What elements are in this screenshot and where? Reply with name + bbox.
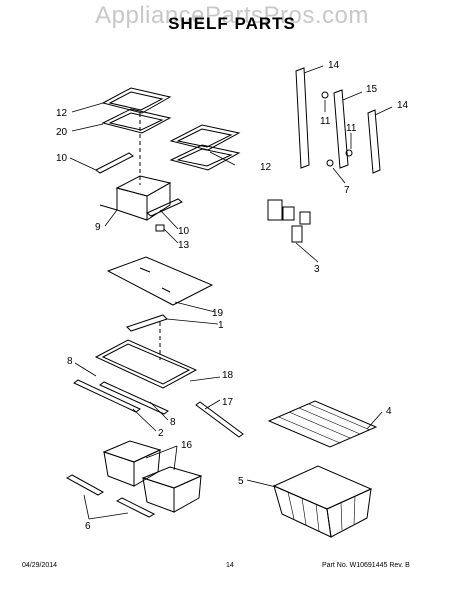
callout-7: 7 xyxy=(344,185,350,196)
callout-16: 16 xyxy=(181,440,193,451)
wire-shelf xyxy=(267,400,378,448)
callout-5: 5 xyxy=(238,476,244,487)
callout-6: 6 xyxy=(85,521,91,532)
callout-12-top: 12 xyxy=(56,108,68,119)
callout-18: 18 xyxy=(222,370,234,381)
callout-14-left: 14 xyxy=(328,60,340,71)
callout-10-left: 10 xyxy=(56,153,68,164)
shelf-frame xyxy=(94,339,198,389)
footer-part-number: Part No. W10691445 Rev. B xyxy=(322,562,410,569)
callout-12-right: 12 xyxy=(260,162,272,173)
leader-lines xyxy=(69,65,393,520)
shelf-rails xyxy=(73,379,244,438)
pan-right xyxy=(141,466,203,513)
callout-19: 19 xyxy=(212,308,224,319)
callout-13: 13 xyxy=(178,240,190,251)
callout-4: 4 xyxy=(386,406,392,417)
drawer-rail-left xyxy=(95,152,134,174)
crisper-frame-lower xyxy=(101,108,172,134)
shelf-trim xyxy=(126,314,168,332)
footer-date: 04/29/2014 xyxy=(22,562,58,569)
watermark: AppliancePartsPros.com xyxy=(95,2,369,29)
callout-2: 2 xyxy=(158,428,164,439)
callout-20: 20 xyxy=(56,127,68,138)
callout-14-right: 14 xyxy=(397,100,409,111)
callout-8-right: 8 xyxy=(170,417,176,428)
callout-15: 15 xyxy=(366,84,378,95)
callout-10-right: 10 xyxy=(178,226,190,237)
drawer-rail-right xyxy=(146,198,183,217)
callout-1: 1 xyxy=(218,320,224,331)
callout-11-right: 11 xyxy=(346,123,357,134)
hardware-kit xyxy=(267,199,311,243)
pan-brackets xyxy=(65,474,156,518)
callout-17: 17 xyxy=(222,397,234,408)
callout-11-left: 11 xyxy=(320,116,331,127)
page-title: SHELF PARTS xyxy=(168,14,296,33)
crisper-frame-top xyxy=(101,87,172,114)
glass-shelf xyxy=(106,256,214,306)
callout-8-left: 8 xyxy=(67,356,73,367)
pan-left xyxy=(102,440,162,487)
shelf-support-left xyxy=(295,67,310,169)
callout-9: 9 xyxy=(95,222,101,233)
shelf-support-right xyxy=(367,109,381,174)
callout-labels: 12 20 10 9 10 13 12 14 11 15 14 11 7 3 1… xyxy=(56,60,409,532)
footer-page-number: 14 xyxy=(226,562,234,569)
wire-basket xyxy=(272,465,373,538)
hardware-screws xyxy=(321,91,353,167)
crisper-drawer xyxy=(99,175,172,221)
shelf-support-center xyxy=(333,89,349,169)
deli-frames xyxy=(169,124,241,171)
screw-13 xyxy=(155,224,165,232)
callout-3: 3 xyxy=(314,264,320,275)
